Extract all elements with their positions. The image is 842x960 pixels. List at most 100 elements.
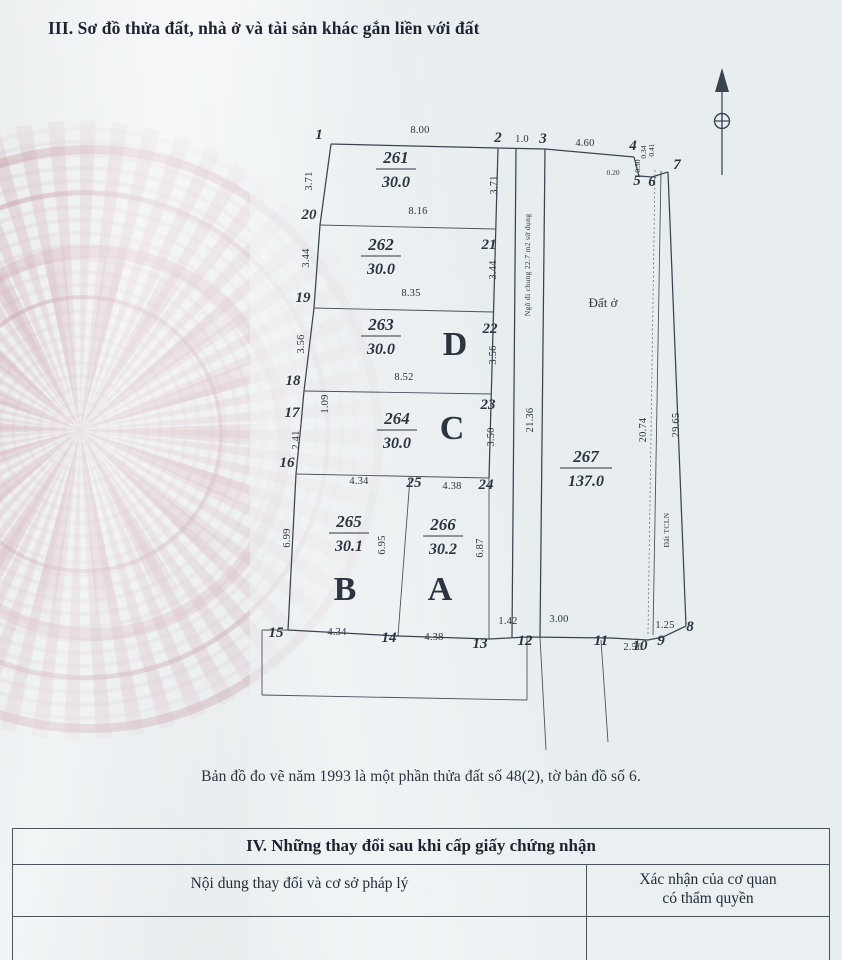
dimension-11: 1.42 — [498, 616, 517, 627]
vertex-label-4: 4 — [628, 138, 637, 154]
red-marker-B: B — [334, 571, 357, 608]
bottom-road-lines — [261, 629, 609, 751]
parcel-area-261: 30.0 — [381, 174, 410, 191]
dimension-17: 3.56 — [296, 334, 307, 353]
dimension-25: 3.56 — [488, 345, 499, 364]
vertex-label-16: 16 — [280, 455, 296, 471]
vertex-label-17: 17 — [285, 405, 301, 421]
vertex-label-1: 1 — [315, 127, 323, 143]
parcel-grid-upper — [295, 147, 499, 479]
vertex-label-22: 22 — [482, 321, 499, 337]
parcel-id-263: 263 — [367, 315, 394, 334]
dimension-31: 0.34 — [639, 145, 648, 158]
parcel-area-263: 30.0 — [366, 341, 395, 358]
parcel-id-265: 265 — [335, 512, 362, 531]
dimension-24: 3.44 — [488, 260, 499, 280]
vertex-label-10: 10 — [633, 638, 649, 654]
north-arrow-icon — [713, 68, 731, 175]
section-iv-empty-row[interactable] — [13, 916, 829, 960]
vertex-label-19: 19 — [296, 290, 312, 306]
dimension-4: 8.16 — [408, 206, 427, 217]
dimension-30: 0.41 — [647, 143, 656, 156]
dimension-14: 1.25 — [655, 620, 674, 631]
vertex-label-14: 14 — [382, 630, 398, 646]
parcel-267-area — [647, 169, 662, 636]
dimension-9: 4.34 — [327, 627, 347, 638]
tcln-note: Đất TCLN — [662, 512, 671, 547]
dimension-5: 8.35 — [401, 288, 420, 299]
dimension-28: 20.74 — [638, 417, 649, 442]
dimension-18: 1.09 — [320, 394, 331, 413]
dimension-15: 3.71 — [304, 171, 315, 190]
parcel-id-264: 264 — [383, 409, 410, 428]
parcel-id-266: 266 — [429, 515, 456, 534]
parcel-area-264: 30.0 — [382, 435, 411, 452]
changes-cell[interactable] — [13, 916, 587, 960]
dimension-6: 8.52 — [394, 372, 413, 383]
vertex-label-12: 12 — [518, 633, 534, 649]
shared-alley-strip — [511, 148, 546, 638]
dimension-0: 8.00 — [410, 125, 429, 136]
parcel-area-262: 30.0 — [366, 261, 395, 278]
parcel-id-262: 262 — [367, 235, 394, 254]
vertex-label-9: 9 — [657, 633, 665, 649]
red-marker-D: D — [443, 326, 468, 363]
dimension-21: 6.95 — [377, 535, 388, 554]
shared-alley-note: Ngõ đi chung 22.7 m2 sử dụng — [523, 214, 532, 317]
vertex-label-5: 5 — [633, 173, 641, 189]
authority-header-line1: Xác nhận của cơ quan — [639, 871, 777, 888]
vertex-label-25: 25 — [406, 475, 423, 491]
dimension-8: 4.38 — [442, 481, 461, 492]
dimension-7: 4.34 — [349, 476, 369, 487]
dimension-1: 1.0 — [515, 134, 529, 145]
land-use-label-dat-o: Đất ở — [589, 295, 619, 310]
dimension-2: 4.60 — [575, 138, 594, 149]
dimension-13: 2.56 — [623, 642, 642, 653]
vertex-label-2: 2 — [493, 130, 502, 146]
red-marker-C: C — [440, 410, 465, 447]
column-header-authority: Xác nhận của cơ quan có thẩm quyền — [587, 865, 829, 916]
dimension-12: 3.00 — [549, 614, 568, 625]
vertex-label-7: 7 — [673, 157, 681, 173]
vertex-label-21: 21 — [481, 237, 497, 253]
dimension-29: 29.65 — [671, 413, 682, 438]
section-iv-header-row: Nội dung thay đổi và cơ sở pháp lý Xác n… — [13, 865, 829, 917]
red-marker-A: A — [428, 571, 453, 608]
parcel-area-266: 30.2 — [428, 541, 457, 558]
dimension-22: 6.87 — [475, 538, 486, 557]
section-iii-title: III. Sơ đồ thửa đất, nhà ở và tài sản kh… — [48, 18, 480, 38]
parcel-area-267: 137.0 — [568, 473, 604, 490]
red-marker-group: D C B A — [334, 326, 468, 608]
dimension-labels-group: 8.00 1.0 4.60 0.20 8.16 8.35 8.52 4.34 4.38 4.34 4… — [282, 125, 682, 653]
dimension-16: 3.44 — [301, 248, 312, 268]
dimension-19: 2.41 — [291, 430, 302, 449]
dimension-3: 0.20 — [606, 168, 619, 177]
dimension-10: 4.38 — [424, 632, 443, 643]
parcel-id-261: 261 — [382, 148, 409, 167]
dimension-27: 21.36 — [525, 408, 536, 433]
vertex-label-3: 3 — [538, 131, 547, 147]
map-source-caption: Bản đồ đo vẽ năm 1993 là một phần thửa đ… — [201, 768, 641, 785]
dimension-32: 0.30 — [633, 159, 642, 172]
dimension-20: 6.99 — [282, 528, 293, 547]
section-iv-table: IV. Những thay đổi sau khi cấp giấy chứn… — [12, 828, 830, 960]
vertex-label-15: 15 — [269, 625, 285, 641]
vertex-label-24: 24 — [478, 477, 495, 493]
vertex-label-20: 20 — [301, 207, 318, 223]
vertex-label-8: 8 — [686, 619, 694, 635]
vertex-label-11: 11 — [594, 633, 608, 649]
authority-cell[interactable] — [587, 917, 829, 960]
dimension-26: 3.50 — [486, 427, 497, 446]
parcel-id-267: 267 — [572, 447, 600, 466]
column-header-changes: Nội dung thay đổi và cơ sở pháp lý — [13, 865, 587, 916]
cadastral-map: 26130.026230.026330.026430.026530.126630… — [261, 68, 731, 751]
vertex-label-13: 13 — [473, 636, 489, 652]
vertex-label-6: 6 — [648, 174, 656, 190]
authority-header-line2: có thẩm quyền — [662, 890, 754, 908]
dimension-23: 3.71 — [489, 175, 500, 194]
parcel-labels-group: 26130.026230.026330.026430.026530.126630… — [329, 148, 612, 558]
parcel-grid-lower — [397, 477, 490, 639]
vertex-label-18: 18 — [286, 373, 302, 389]
